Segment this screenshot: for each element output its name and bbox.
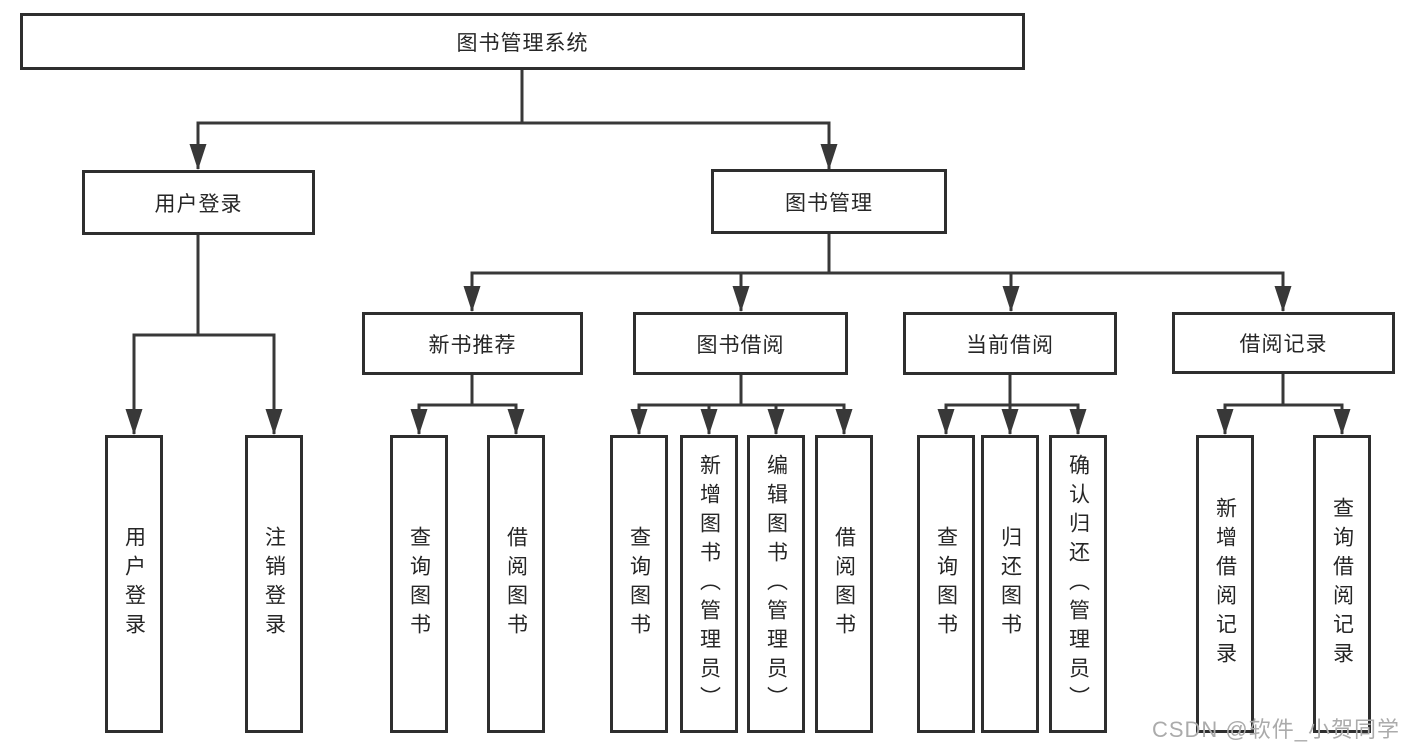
node-user-login: 用户登录 (82, 170, 315, 235)
node-book-borrowing: 图书借阅 (633, 312, 848, 375)
leaf-edit-books-admin: 编辑图书（管理员） (747, 435, 805, 733)
leaf-confirm-return-admin: 确认归还（管理员） (1049, 435, 1107, 733)
leaf-label: 注销登录 (262, 526, 286, 642)
leaf-label: 查询图书 (934, 526, 958, 642)
node-borrowing-records: 借阅记录 (1172, 312, 1395, 374)
leaf-label: 用户登录 (122, 526, 146, 642)
leaf-label: 新增图书（管理员） (697, 453, 721, 715)
leaf-query-books-recommend: 查询图书 (390, 435, 448, 733)
node-library-management-system: 图书管理系统 (20, 13, 1025, 70)
leaf-logout: 注销登录 (245, 435, 303, 733)
leaf-borrow-books-recommend: 借阅图书 (487, 435, 545, 733)
leaf-label: 查询借阅记录 (1330, 497, 1354, 671)
leaf-borrow-books: 借阅图书 (815, 435, 873, 733)
leaf-return-books: 归还图书 (981, 435, 1039, 733)
leaf-label: 借阅图书 (832, 526, 856, 642)
leaf-label: 查询图书 (627, 526, 651, 642)
leaf-label: 新增借阅记录 (1213, 497, 1237, 671)
leaf-label: 查询图书 (407, 526, 431, 642)
node-current-borrowing: 当前借阅 (903, 312, 1117, 375)
node-new-book-recommendation: 新书推荐 (362, 312, 583, 375)
csdn-watermark: CSDN @软件_小贺同学 (1151, 717, 1400, 742)
leaf-add-books-admin: 新增图书（管理员） (680, 435, 738, 733)
leaf-query-borrow-record: 查询借阅记录 (1313, 435, 1371, 733)
node-book-management: 图书管理 (711, 169, 947, 234)
leaf-label: 编辑图书（管理员） (764, 453, 788, 715)
leaf-add-borrow-record: 新增借阅记录 (1196, 435, 1254, 733)
leaf-query-books-current: 查询图书 (917, 435, 975, 733)
leaf-query-books-borrow: 查询图书 (610, 435, 668, 733)
leaf-label: 归还图书 (998, 526, 1022, 642)
leaf-label: 借阅图书 (504, 526, 528, 642)
leaf-user-login: 用户登录 (105, 435, 163, 733)
leaf-label: 确认归还（管理员） (1066, 453, 1090, 715)
